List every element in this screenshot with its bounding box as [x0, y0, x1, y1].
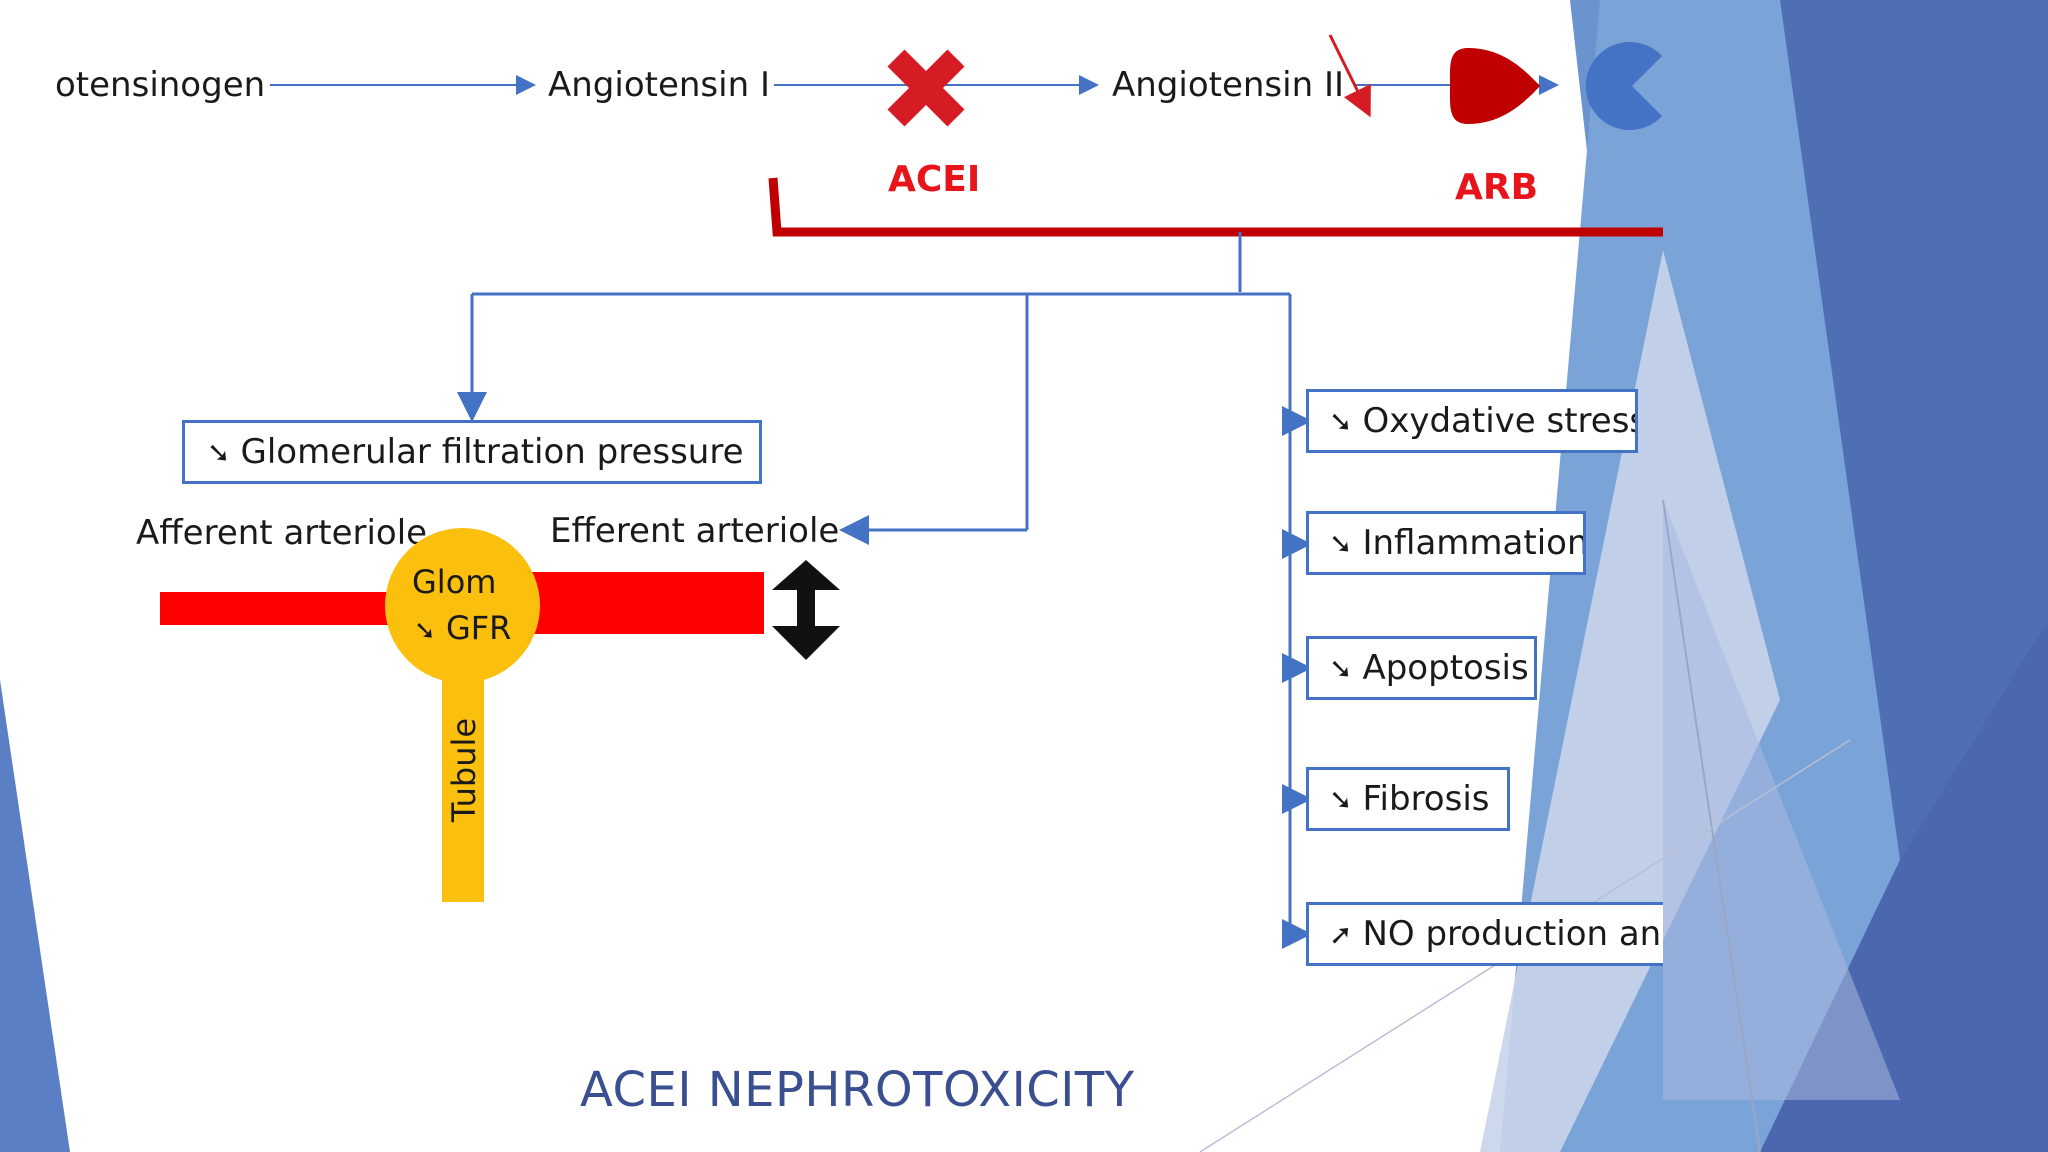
gfp-box: ➘ Glomerular filtration pressure — [182, 420, 762, 484]
effect-box-no-production: ➚ NO production and — [1306, 902, 1663, 966]
acei-label: ACEI — [888, 159, 981, 200]
decrease-arrow-icon: ➘ — [1329, 782, 1353, 816]
effect-label: NO production and — [1362, 914, 1663, 954]
efferent-arteriole-label: Efferent arteriole — [550, 511, 840, 551]
effect-box-apoptosis: ➘ Apoptosis — [1306, 636, 1537, 700]
decrease-arrow-icon: ➘ — [414, 616, 436, 646]
arb-label: ARB — [1455, 167, 1539, 208]
effect-box-fibrosis: ➘ Fibrosis — [1306, 767, 1510, 831]
angiotensin-1-label: Angiotensin I — [548, 65, 770, 105]
effect-label: Apoptosis — [1362, 648, 1529, 688]
receptor-icon — [1585, 42, 1662, 131]
angiotensinogen-label: otensinogen — [55, 65, 266, 105]
gfp-label: Glomerular filtration pressure — [240, 432, 744, 472]
effect-box-inflammation: ➘ Inflammation — [1306, 511, 1586, 575]
afferent-arteriole-label: Afferent arteriole — [136, 513, 428, 553]
arb-drug-icon — [1449, 48, 1540, 124]
tubule-bar — [442, 660, 484, 902]
effect-box-oxidative-stress: ➘ Oxydative stress — [1306, 389, 1638, 453]
decrease-arrow-icon: ➘ — [1329, 404, 1353, 438]
gfr-label: GFR — [445, 609, 512, 647]
afferent-arteriole-bar — [160, 592, 410, 625]
efferent-arteriole-bar — [520, 572, 764, 634]
decrease-arrow-icon: ➘ — [1329, 526, 1353, 560]
glom-label: Glom — [412, 563, 497, 601]
tubule-label: Tubule — [445, 717, 483, 823]
effect-label: Inflammation — [1362, 523, 1586, 563]
page-title: ACEI NEPHROTOXICITY — [580, 1062, 1135, 1118]
decrease-arrow-icon: ➘ — [1329, 651, 1353, 685]
red-bracket — [768, 177, 1663, 237]
block-x-icon — [887, 49, 965, 127]
effect-label: Fibrosis — [1362, 779, 1490, 819]
decrease-arrow-icon: ➘ — [207, 435, 231, 469]
glomerulus-circle — [385, 528, 540, 683]
effect-label: Oxydative stress — [1362, 401, 1638, 441]
double-arrow-icon — [772, 560, 840, 660]
increase-arrow-icon: ➚ — [1329, 917, 1353, 951]
decrease-arrow-icon — [1328, 34, 1371, 118]
angiotensin-2-label: Angiotensin II — [1112, 65, 1345, 105]
gfr-row: ➘ GFR — [414, 612, 511, 644]
